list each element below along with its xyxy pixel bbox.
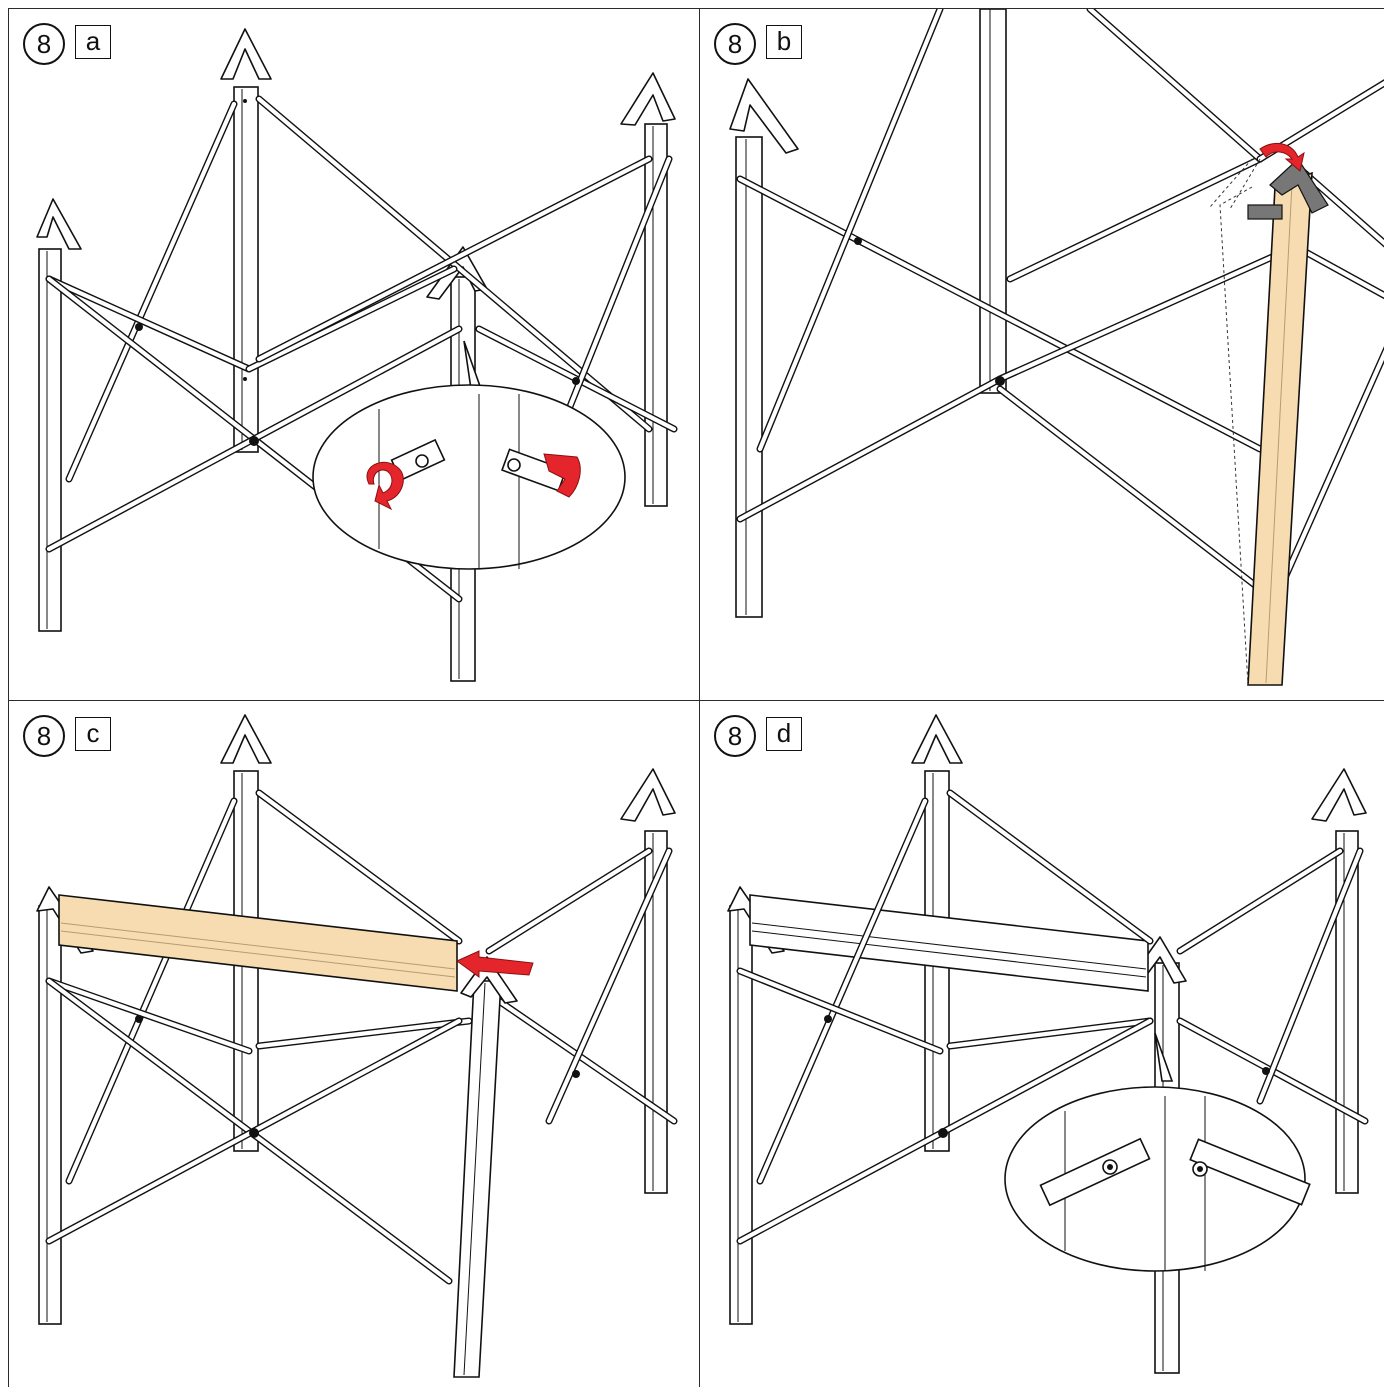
left-post — [38, 248, 62, 632]
step-number: 8 — [23, 23, 65, 65]
step-number: 8 — [714, 23, 756, 65]
rotate-arrow-icon — [543, 453, 581, 498]
left-post — [735, 136, 763, 618]
frame-middle-vertical — [699, 8, 700, 1387]
right-post — [644, 123, 668, 507]
panel-letter: b — [766, 25, 802, 59]
front-post-tilted — [453, 956, 518, 1378]
step-number: 8 — [714, 715, 756, 757]
scissor-rods — [736, 9, 1384, 593]
top-bracket — [426, 246, 488, 300]
panel-c: 8 c — [9, 701, 700, 1393]
frame-illustration-d — [727, 714, 1369, 1374]
top-bracket — [220, 28, 272, 80]
top-bracket — [620, 72, 676, 126]
step-number: 8 — [23, 715, 65, 757]
frame-illustration-c — [36, 714, 678, 1378]
detail-zoom-callout — [1004, 1032, 1311, 1272]
installed-beam — [749, 894, 1149, 992]
panel-letter: d — [766, 717, 802, 751]
highlighted-post — [1209, 142, 1329, 686]
top-bracket — [220, 714, 272, 764]
panel-letter: a — [75, 25, 111, 59]
detail-zoom-callout — [312, 340, 626, 570]
panel-a: 8 a — [9, 9, 700, 701]
panel-letter: c — [75, 717, 111, 751]
rear-post — [233, 86, 259, 453]
top-bracket — [1311, 768, 1367, 822]
panel-d: 8 d — [700, 701, 1384, 1393]
top-bracket — [36, 198, 82, 250]
panel-b: 8 b — [700, 9, 1384, 701]
frame-top — [9, 8, 1384, 9]
frame-left — [8, 8, 9, 1387]
rear-post — [979, 9, 1007, 394]
rotate-arrow-icon — [366, 461, 404, 511]
push-arrow-icon — [456, 950, 534, 978]
frame-middle-horizontal — [9, 700, 1384, 701]
frame-illustration-a — [36, 28, 678, 682]
right-post — [1335, 830, 1359, 1194]
left-post — [38, 905, 62, 1325]
scissor-rods — [45, 789, 678, 1285]
frame-illustration-b — [729, 9, 1384, 686]
top-bracket — [729, 78, 799, 154]
top-bracket — [911, 714, 963, 764]
top-bracket — [620, 768, 676, 822]
highlighted-beam — [58, 894, 458, 992]
rotate-arrow-icon — [1259, 142, 1305, 172]
